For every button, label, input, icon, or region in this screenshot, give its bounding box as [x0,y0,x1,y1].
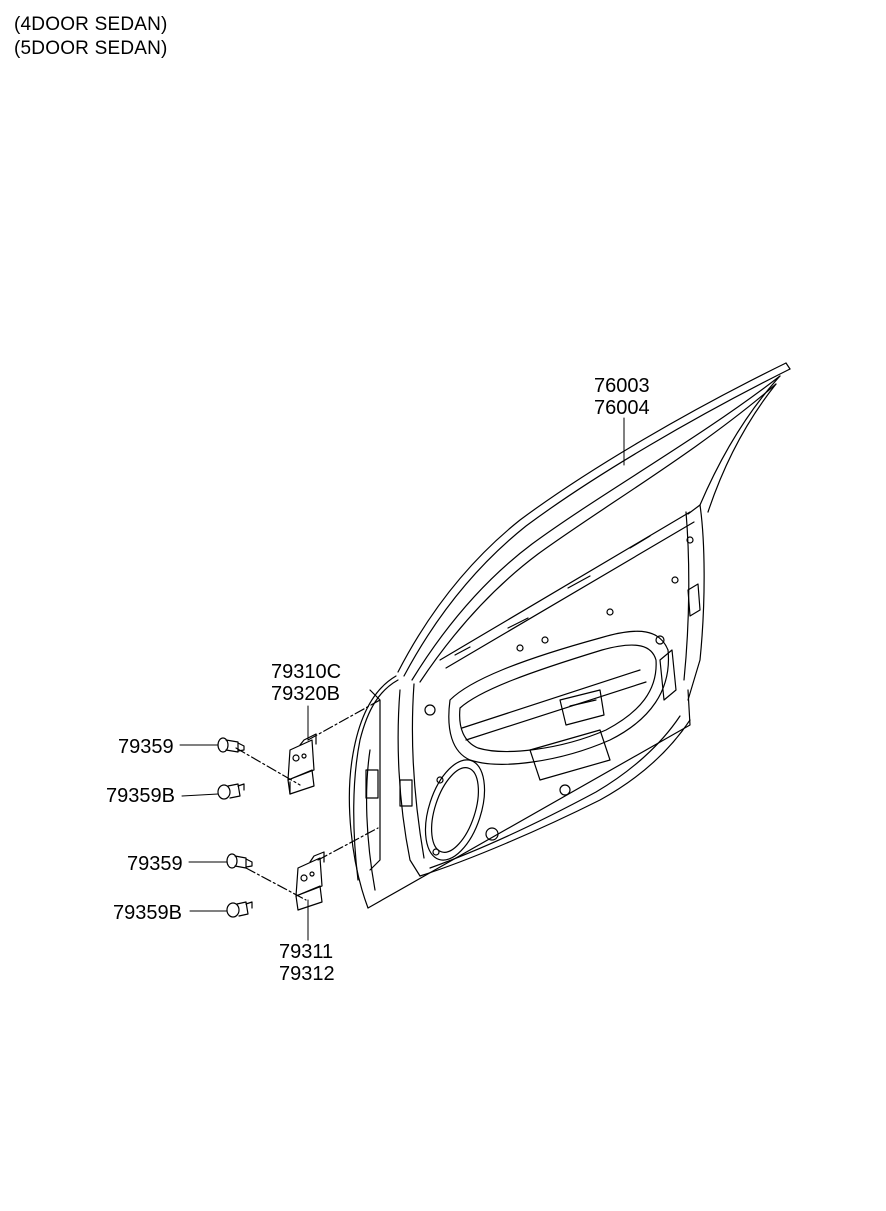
variant-label-5door: (5DOOR SEDAN) [14,38,168,59]
variant-label-4door: (4DOOR SEDAN) [14,14,168,35]
door-inner-panel [366,536,700,876]
callout-upper-hinge-part-1: 79310C [271,661,342,683]
door-panel-outline [349,363,790,908]
callout-upper-hinge-part-2: 79320B [271,683,340,705]
upper-hinge [288,734,316,794]
upper-bolt-b-icon [218,784,244,799]
lower-hinge [296,852,324,910]
callout-lower-hinge-part-2: 79312 [279,963,335,985]
callout-lower-bolt-b: 79359B [113,902,182,924]
callout-lower-bolt: 79359 [127,853,183,875]
callout-door-panel-part-2: 76004 [594,397,650,419]
callout-leader-lines [180,418,624,940]
callout-door-panel-part-1: 76003 [594,375,650,397]
callout-lower-hinge-part-1: 79311 [279,941,334,963]
callout-upper-bolt: 79359 [118,736,174,758]
lower-bolt-b-icon [227,902,252,917]
lower-bolt-icon [227,854,252,868]
callout-upper-bolt-b: 79359B [106,785,175,807]
